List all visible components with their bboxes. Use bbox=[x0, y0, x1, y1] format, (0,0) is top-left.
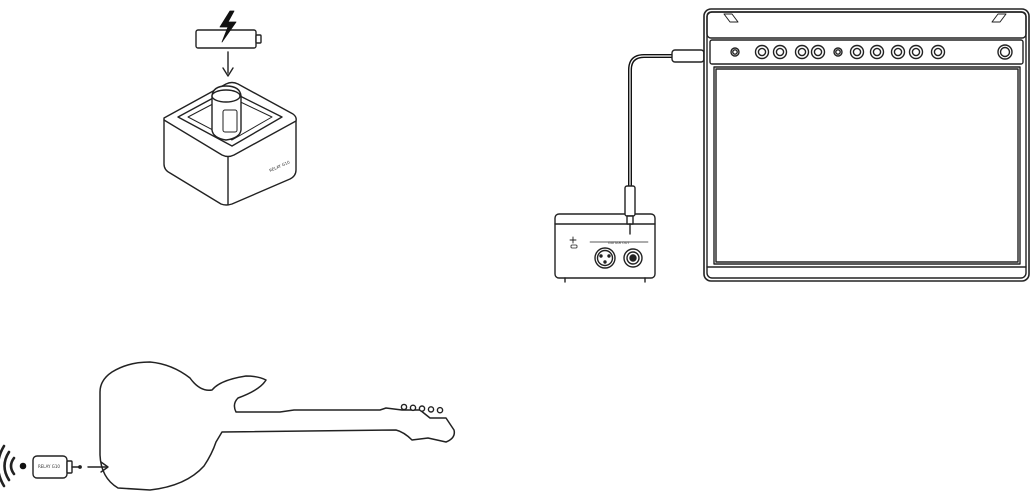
tuning-peg bbox=[428, 407, 433, 412]
tuning-peg bbox=[419, 406, 424, 411]
charging-dock: RELAY G10 bbox=[164, 83, 296, 206]
docked-transmitter bbox=[212, 86, 241, 140]
charging-section: RELAY G10 bbox=[164, 11, 296, 205]
amp-knobs bbox=[731, 46, 945, 59]
amp-knob bbox=[812, 46, 825, 59]
amp-knob bbox=[871, 46, 884, 59]
amp-knob bbox=[731, 48, 739, 56]
amp-knob bbox=[774, 46, 787, 59]
tuning-peg bbox=[401, 404, 406, 409]
amp-knob bbox=[892, 46, 905, 59]
insert-arrow bbox=[223, 52, 233, 76]
amp-knob bbox=[910, 46, 923, 59]
tuning-peg bbox=[410, 405, 415, 410]
electric-guitar bbox=[100, 362, 454, 490]
transmitter-brand-label: RELAY G10 bbox=[38, 464, 60, 469]
amp-knob bbox=[851, 46, 864, 59]
tuning-peg bbox=[437, 408, 442, 413]
guitar-section: RELAY G10 bbox=[0, 362, 454, 490]
amp-section: GUITAR OUT bbox=[555, 9, 1029, 282]
amp-knob bbox=[932, 46, 945, 59]
amp-grille bbox=[714, 67, 1020, 264]
xlr-jack bbox=[595, 248, 615, 268]
amp-knob bbox=[796, 46, 809, 59]
amp-knob bbox=[834, 48, 842, 56]
guitar-transmitter: RELAY G10 bbox=[33, 456, 81, 478]
guitar-amplifier bbox=[704, 9, 1029, 281]
receiver-unit: GUITAR OUT bbox=[555, 214, 655, 282]
quarter-inch-jack bbox=[624, 249, 642, 267]
wireless-signal-icon bbox=[0, 446, 14, 486]
receiver-port-label: GUITAR OUT bbox=[608, 241, 630, 245]
amp-knob bbox=[756, 46, 769, 59]
